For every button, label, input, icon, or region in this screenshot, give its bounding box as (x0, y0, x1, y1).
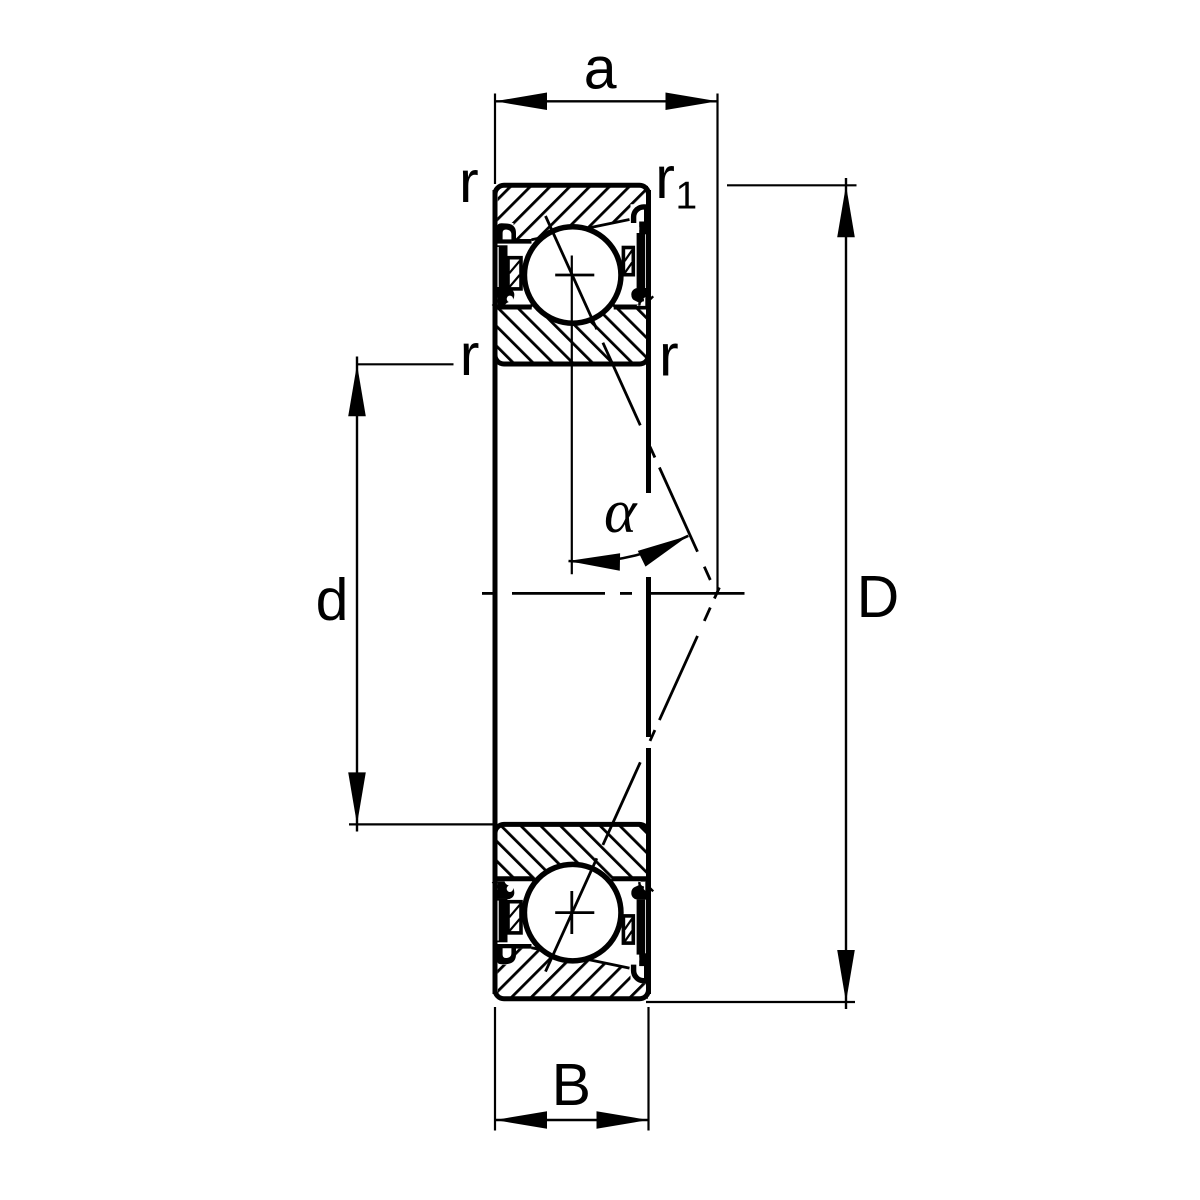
svg-text:a: a (584, 36, 617, 102)
svg-text:d: d (316, 567, 349, 633)
svg-text:α: α (604, 478, 638, 546)
svg-text:r: r (460, 322, 480, 388)
svg-text:B: B (552, 1052, 591, 1118)
svg-text:D: D (857, 564, 900, 630)
svg-text:r: r (659, 323, 679, 389)
svg-text:r: r (459, 149, 479, 215)
svg-text:r: r (655, 145, 675, 211)
svg-text:1: 1 (676, 175, 698, 218)
